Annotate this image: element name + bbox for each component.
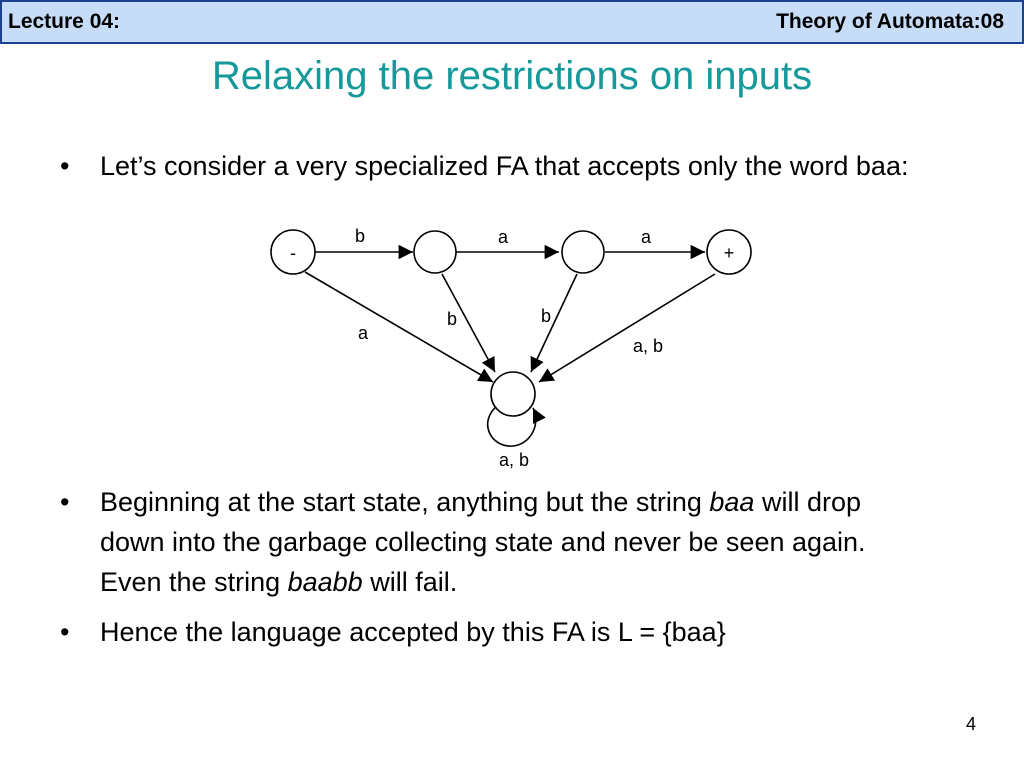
edge-label-q2-garbage: b	[541, 306, 551, 326]
state-final-label: +	[724, 243, 735, 263]
edge-label-q1-garbage: b	[447, 309, 457, 329]
edge-garbage-loop	[486, 404, 546, 447]
bullet-dot: •	[60, 617, 70, 647]
edge-label-start-q1: b	[355, 226, 365, 246]
course-label: Theory of Automata:08	[776, 10, 1004, 33]
lecture-label: Lecture 04:	[8, 10, 121, 33]
slide-header: Lecture 04: Theory of Automata:08	[0, 0, 1024, 44]
edge-label-garbage-loop: a, b	[499, 450, 529, 470]
state-final	[706, 229, 752, 275]
slide-title: Relaxing the restrictions on inputs	[211, 54, 813, 98]
state-q2	[561, 230, 605, 274]
edge-label-q1-q2: a	[498, 227, 509, 247]
state-garbage	[490, 371, 536, 417]
fa-diagram: - + b a a a b b a, b a, b	[270, 226, 752, 470]
bullet-text-part: Beginning at the start state, anything b…	[100, 487, 710, 517]
bullet-text-italic: baabb	[287, 567, 363, 597]
state-q1	[413, 230, 457, 274]
edge-q1-garbage	[441, 273, 496, 373]
bullet-text: Hence the language accepted by this FA i…	[100, 617, 726, 647]
bullet-text-part: will drop down into the garbage collecti…	[100, 487, 866, 597]
state-start-label: -	[290, 243, 296, 263]
state-start	[270, 229, 316, 275]
bullet-dot: •	[60, 487, 70, 517]
bullet-text-part: will fail.	[362, 567, 458, 597]
edge-label-final-garbage: a, b	[633, 336, 663, 356]
bullet-text: Beginning at the start state, anything b…	[100, 482, 930, 602]
page-number: 4	[965, 714, 976, 734]
edge-q2-garbage	[530, 273, 578, 373]
bullet-text-italic: baa	[709, 487, 755, 517]
bullet-dot: •	[60, 151, 70, 181]
edge-final-garbage	[538, 273, 716, 383]
edge-start-garbage	[304, 271, 494, 383]
edge-label-q2-final: a	[641, 227, 652, 247]
edge-label-start-garbage: a	[358, 323, 369, 343]
bullet-text: Let’s consider a very specialized FA tha…	[100, 151, 909, 181]
